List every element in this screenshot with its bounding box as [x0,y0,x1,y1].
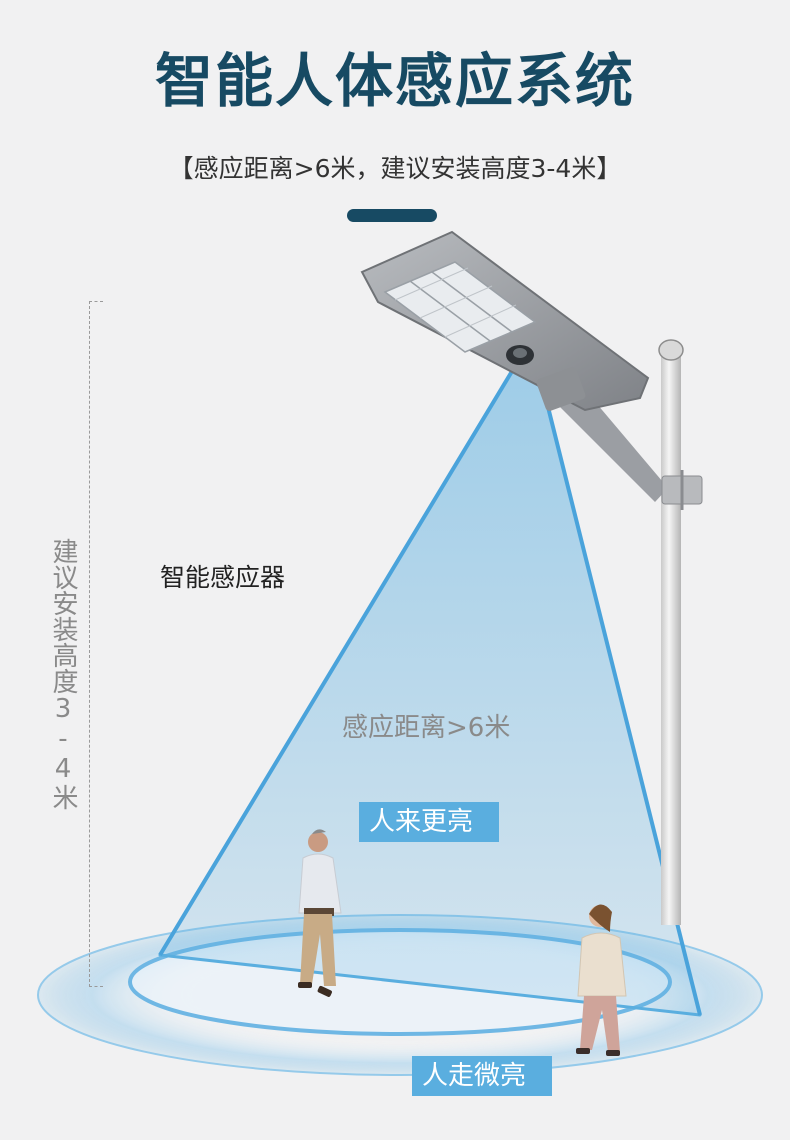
install-height-bracket [89,301,103,987]
dim-mode-badge: 人走微亮 [412,1056,552,1096]
street-lamp-icon [360,230,703,510]
motion-sensor-icon [506,345,534,365]
lamp-pole [661,355,681,925]
bright-mode-badge: 人来更亮 [359,802,499,842]
pole-cap [658,339,684,361]
sensor-label: 智能感应器 [160,563,286,592]
led-panel [383,261,537,353]
install-height-label: 建议安装高度3-4米 [48,538,78,810]
sensing-range-label: 感应距离>6米 [342,713,511,743]
page-subtitle: 【感应距离>6米，建议安装高度3-4米】 [168,154,622,183]
beam-edge-left [158,356,522,957]
title-accent-bar [347,209,437,222]
walking-woman-figure [576,904,627,1056]
page-title: 智能人体感应系统 [154,47,635,115]
walking-man-figure [298,829,342,997]
